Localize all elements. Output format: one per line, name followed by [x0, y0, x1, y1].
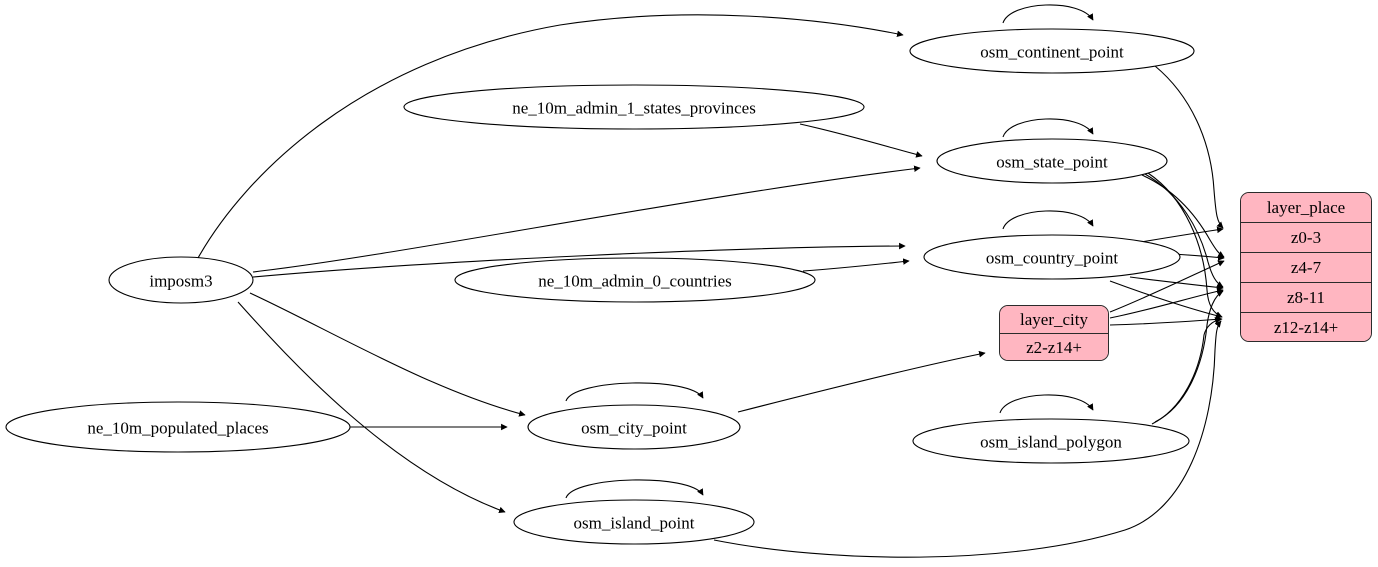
node-osm_city_point[interactable]: osm_city_point [527, 404, 741, 450]
node-label-osm_island_point: osm_island_point [574, 514, 695, 533]
node-osm_country_point[interactable]: osm_country_point [923, 234, 1181, 280]
edge-osm_continent_point-to-layer_place-z0-3 [1154, 65, 1224, 229]
edge-osm_island_polygon-to-layer_place-z12-z14 [1151, 317, 1222, 425]
edge-osm_country_point-self-loop [1002, 210, 1094, 230]
edge-osm_island_point-self-loop [565, 479, 704, 499]
node-imposm3[interactable]: imposm3 [108, 256, 254, 304]
node-label-ne_10m_admin_1_states_provinces: ne_10m_admin_1_states_provinces [512, 99, 756, 118]
edge-layer_city-to-layer_place-z4-7 [1109, 260, 1225, 313]
node-label-osm_city_point: osm_city_point [581, 419, 687, 438]
record-row-layer_place-z12-z14[interactable]: z12-z14+ [1241, 312, 1371, 341]
node-osm_island_polygon[interactable]: osm_island_polygon [912, 418, 1190, 464]
record-row-layer_place-z8-11[interactable]: z8-11 [1241, 282, 1371, 312]
node-label-osm_country_point: osm_country_point [986, 249, 1118, 268]
record-row-layer_city-z2-z14[interactable]: z2-z14+ [1000, 333, 1108, 360]
edge-osm_state_point-self-loop [1002, 118, 1094, 138]
edge-imposm3-to-osm_island_point [237, 301, 506, 514]
record-node-layer_place[interactable]: layer_place z0-3 z4-7 z8-11 z12-z14+ [1240, 192, 1372, 342]
edge-ne_states-to-osm_state_point [799, 123, 923, 158]
node-label-osm_state_point: osm_state_point [996, 153, 1108, 172]
record-title-layer_place: layer_place [1241, 193, 1371, 222]
edge-layer_city-to-layer_place-z12-z14 [1109, 316, 1223, 326]
node-label-ne_10m_populated_places: ne_10m_populated_places [87, 419, 268, 438]
edge-osm_island_polygon-self-loop [999, 394, 1094, 414]
edge-osm_island_polygon-to-layer_place-z8-11 [1154, 290, 1224, 423]
edge-osm_state_point-to-layer_place-z12-z14 [1147, 172, 1223, 318]
node-ne_10m_admin_0_countries[interactable]: ne_10m_admin_0_countries [454, 257, 816, 303]
node-osm_state_point[interactable]: osm_state_point [936, 138, 1168, 184]
node-ne_10m_admin_1_states_provinces[interactable]: ne_10m_admin_1_states_provinces [403, 84, 865, 130]
edge-osm_island_point-to-layer_place-z12-z14 [713, 320, 1222, 558]
record-title-layer_city: layer_city [1000, 306, 1108, 333]
record-node-layer_city[interactable]: layer_city z2-z14+ [999, 305, 1109, 361]
node-label-osm_island_polygon: osm_island_polygon [980, 433, 1122, 452]
edge-osm_country_point-to-layer_place-z12-z14 [1109, 280, 1223, 319]
edge-osm_continent_point-self-loop [1002, 4, 1094, 24]
edge-ne_countries-to-osm_country_point [802, 258, 910, 272]
record-row-layer_place-z4-7[interactable]: z4-7 [1241, 252, 1371, 282]
edge-osm_state_point-to-layer_place-z8-11 [1144, 173, 1224, 288]
edge-imposm3-to-osm_continent_point [197, 14, 904, 259]
node-label-osm_continent_point: osm_continent_point [980, 43, 1124, 62]
node-osm_continent_point[interactable]: osm_continent_point [909, 28, 1195, 74]
node-ne_10m_populated_places[interactable]: ne_10m_populated_places [5, 401, 351, 453]
edge-osm_city_point-to-layer_city-z2-z14 [737, 350, 986, 413]
edge-imposm3-to-osm_country_point [252, 242, 906, 278]
node-label-imposm3: imposm3 [149, 272, 212, 291]
edge-osm_city_point-self-loop [565, 382, 704, 402]
record-row-layer_place-z0-3[interactable]: z0-3 [1241, 222, 1371, 252]
node-osm_island_point[interactable]: osm_island_point [513, 499, 755, 545]
edge-osm_country_point-to-layer_place-z0-3 [1134, 226, 1224, 244]
edge-layer_city-to-layer_place-z8-11 [1109, 288, 1224, 319]
edge-imposm3-to-osm_state_point [252, 165, 921, 273]
node-label-ne_10m_admin_0_countries: ne_10m_admin_0_countries [538, 272, 732, 291]
edge-imposm3-to-osm_city_point [249, 292, 526, 417]
